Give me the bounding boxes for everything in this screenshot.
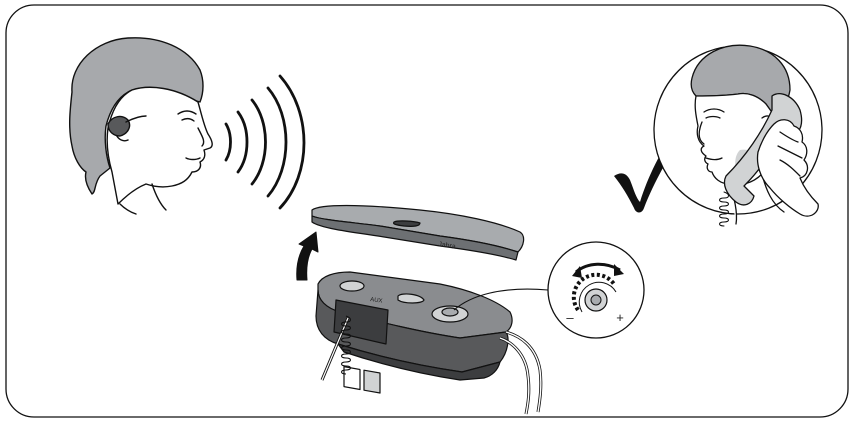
aux-port (364, 370, 380, 393)
dial-plus-label: + (616, 310, 624, 325)
volume-dial-icon: – + (548, 242, 644, 338)
dial-minus-label: – (566, 310, 574, 325)
